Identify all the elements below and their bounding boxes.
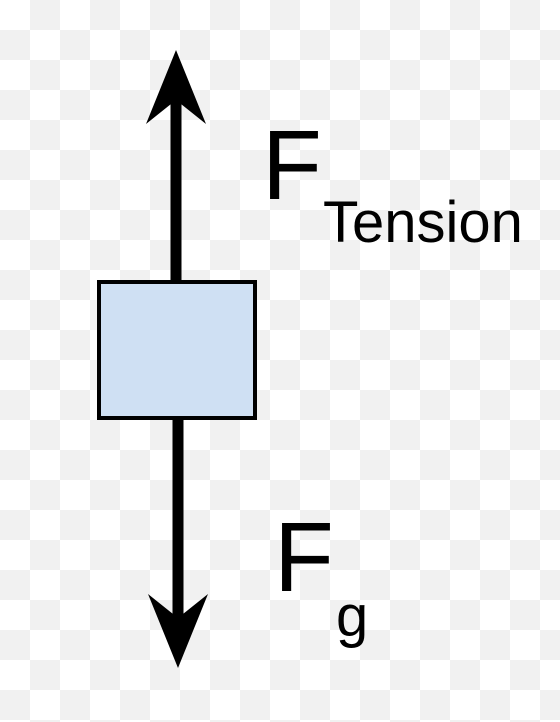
tension-arrowhead <box>146 50 206 124</box>
tension-force-symbol: F <box>262 110 322 220</box>
gravity-force-subscript: g <box>336 584 369 649</box>
gravity-arrowhead <box>148 594 208 668</box>
gravity-force-symbol: F <box>274 502 334 612</box>
tension-force-subscript: Tension <box>323 190 523 255</box>
mass-block <box>97 280 257 420</box>
